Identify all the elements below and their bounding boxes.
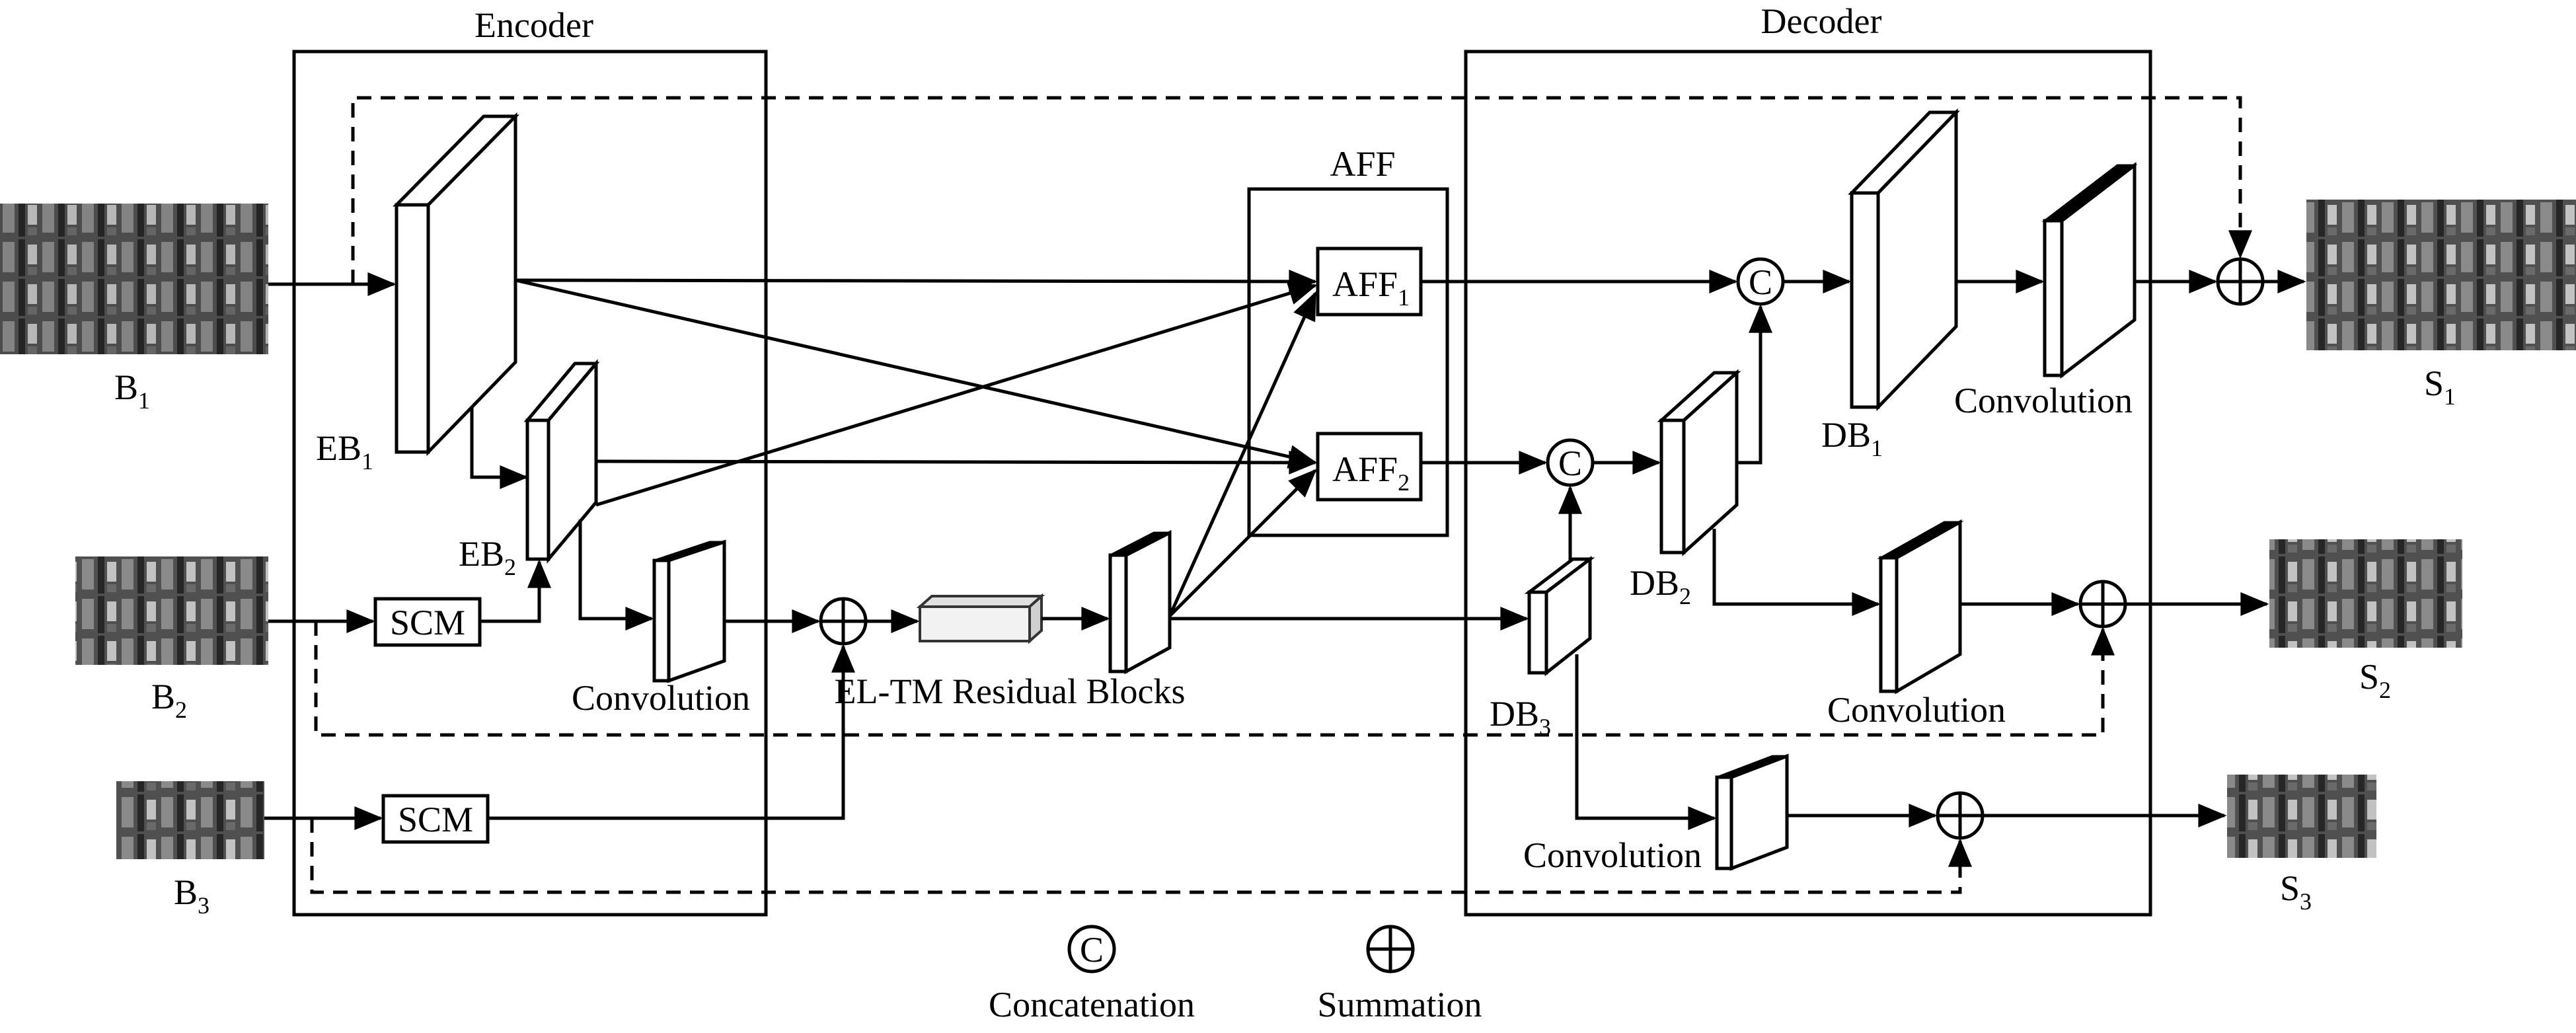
legend-concatenation-label: Concatenation	[989, 985, 1195, 1024]
output-summation-node-s2	[2078, 580, 2127, 629]
scm-label-b3: SCM	[398, 800, 473, 839]
output-label-s2: S2	[2359, 657, 2391, 703]
svg-text:C: C	[1558, 443, 1582, 483]
input-image-b2	[75, 556, 268, 665]
decoder-concat-node-mid: C	[1546, 438, 1595, 487]
encoder-title: Encoder	[474, 5, 593, 45]
decoder-label-db1: DB1	[1821, 415, 1883, 461]
input-label-b1: B1	[114, 367, 150, 414]
aff-frame	[1247, 187, 1449, 537]
decoder-frame	[1464, 50, 2152, 917]
residual-blocks-label: EL-TM Residual Blocks	[835, 671, 1186, 711]
aff-label-1: AFF1	[1332, 264, 1410, 311]
residual-output-block	[1108, 529, 1172, 675]
output-label-s3: S3	[2280, 868, 2312, 915]
svg-text:C: C	[1749, 262, 1772, 302]
residual-blocks-bar	[916, 593, 1045, 644]
svg-text:C: C	[1080, 930, 1104, 970]
scm-label-b2: SCM	[390, 603, 465, 642]
encoder-block-eb2	[523, 359, 600, 564]
decoder-concat-node-top: C	[1736, 257, 1785, 306]
input-image-b1	[0, 204, 268, 354]
decoder-convolution-s2	[1877, 519, 1964, 695]
decoder-label-db2: DB2	[1630, 563, 1691, 609]
encoder-block-eb1	[393, 112, 519, 457]
encoder-summation-node	[819, 597, 868, 646]
output-image-s2	[2269, 539, 2462, 648]
decoder-convolution-s1	[2041, 161, 2138, 379]
encoder-frame	[292, 50, 768, 917]
legend-summation-label: Summation	[1317, 985, 1482, 1024]
decoder-convolution-label-s2: Convolution	[1827, 690, 2006, 730]
aff-title: AFF	[1330, 144, 1395, 184]
aff-label-2: AFF2	[1332, 449, 1410, 496]
output-summation-node-s1	[2216, 257, 2265, 306]
encoder-label-eb1: EB1	[316, 428, 373, 475]
encoder-convolution-label: Convolution	[572, 678, 750, 718]
output-summation-node-s3	[1936, 791, 1985, 840]
decoder-convolution-label-s1: Convolution	[1954, 381, 2133, 420]
legend-concatenation-icon: C	[1067, 925, 1116, 974]
decoder-convolution-s3	[1715, 753, 1789, 871]
encoder-convolution-block	[652, 539, 726, 683]
legend-summation-icon	[1366, 925, 1415, 974]
aff-block-2	[1316, 432, 1423, 502]
decoder-title: Decoder	[1761, 1, 1882, 41]
encoder-label-eb2: EB2	[459, 534, 516, 580]
output-image-s3	[2227, 775, 2376, 858]
output-label-s1: S1	[2424, 363, 2456, 410]
decoder-block-db1	[1848, 108, 1960, 412]
decoder-block-db3	[1524, 555, 1595, 677]
decoder-convolution-label-s3: Convolution	[1523, 835, 1702, 875]
input-image-b3	[116, 781, 264, 859]
input-label-b3: B3	[174, 872, 209, 919]
decoder-block-db2	[1657, 369, 1741, 556]
output-image-s1	[2306, 200, 2576, 350]
connection-lines	[264, 96, 2306, 894]
input-label-b2: B2	[151, 677, 187, 723]
